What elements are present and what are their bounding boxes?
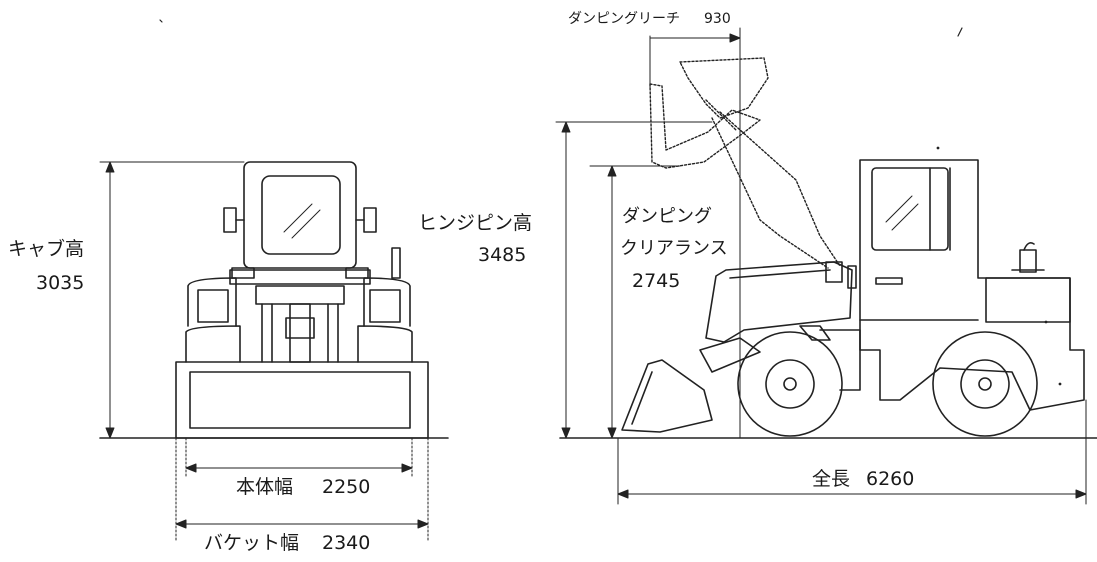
raised-bucket-lower <box>650 84 760 168</box>
front-dimensions <box>100 162 428 540</box>
side-bucket <box>622 360 712 432</box>
side-body <box>860 160 1084 410</box>
front-cylinder-clamp <box>286 318 314 338</box>
raised-boom-a <box>712 118 828 268</box>
raised-bucket-upper <box>680 58 768 118</box>
side-cab-window <box>872 168 948 250</box>
front-center-frame <box>256 286 344 304</box>
front-right-wheel <box>358 326 412 362</box>
front-left-light <box>198 290 228 322</box>
dumping-reach-label: ダンピングリーチ <box>568 11 680 27</box>
front-right-light <box>370 290 400 322</box>
hinge-pin-height-value: 3485 <box>478 244 527 266</box>
raised-bucket-outline <box>650 58 840 268</box>
front-view <box>100 162 448 438</box>
hinge-pin-height-label: ヒンジピン高 <box>418 212 533 234</box>
side-engine-hood <box>986 278 1070 322</box>
body-width-value: 2250 <box>322 476 371 498</box>
front-right-mirror <box>364 208 376 232</box>
front-left-wheel <box>186 326 240 362</box>
side-front-wheel <box>738 332 842 436</box>
front-left-mirror <box>224 208 236 232</box>
front-cross-beam <box>230 270 370 284</box>
dumping-reach-value: 930 <box>704 11 731 27</box>
cab-height-label: キャブ高 <box>8 238 85 260</box>
side-dimensions <box>556 28 1086 504</box>
side-view <box>560 160 1097 438</box>
side-exhaust <box>1020 250 1036 272</box>
raised-boom-b <box>720 112 840 266</box>
bucket-width-label: バケット幅 <box>204 532 300 554</box>
overall-length-value: 6260 <box>866 468 915 490</box>
front-right-fender <box>364 278 410 326</box>
body-width-label: 本体幅 <box>236 476 294 498</box>
front-bucket-face <box>190 372 410 428</box>
overall-length-label: 全長 <box>812 468 851 490</box>
dumping-clearance-value: 2745 <box>632 270 681 292</box>
front-cab-window <box>262 176 340 254</box>
dumping-clearance-label-1: ダンピング <box>622 206 712 227</box>
side-rear-wheel <box>933 332 1037 436</box>
bucket-width-value: 2340 <box>322 532 371 554</box>
dumping-clearance-label-2: クリアランス <box>620 238 728 259</box>
scan-specks <box>160 20 1061 385</box>
side-lift-arm <box>706 262 852 342</box>
front-exhaust <box>392 248 400 278</box>
front-cab <box>244 162 356 268</box>
front-tilt-cylinder <box>290 304 310 362</box>
front-bucket <box>176 362 428 438</box>
cab-height-value: 3035 <box>36 272 85 294</box>
side-door-handle <box>876 278 902 284</box>
